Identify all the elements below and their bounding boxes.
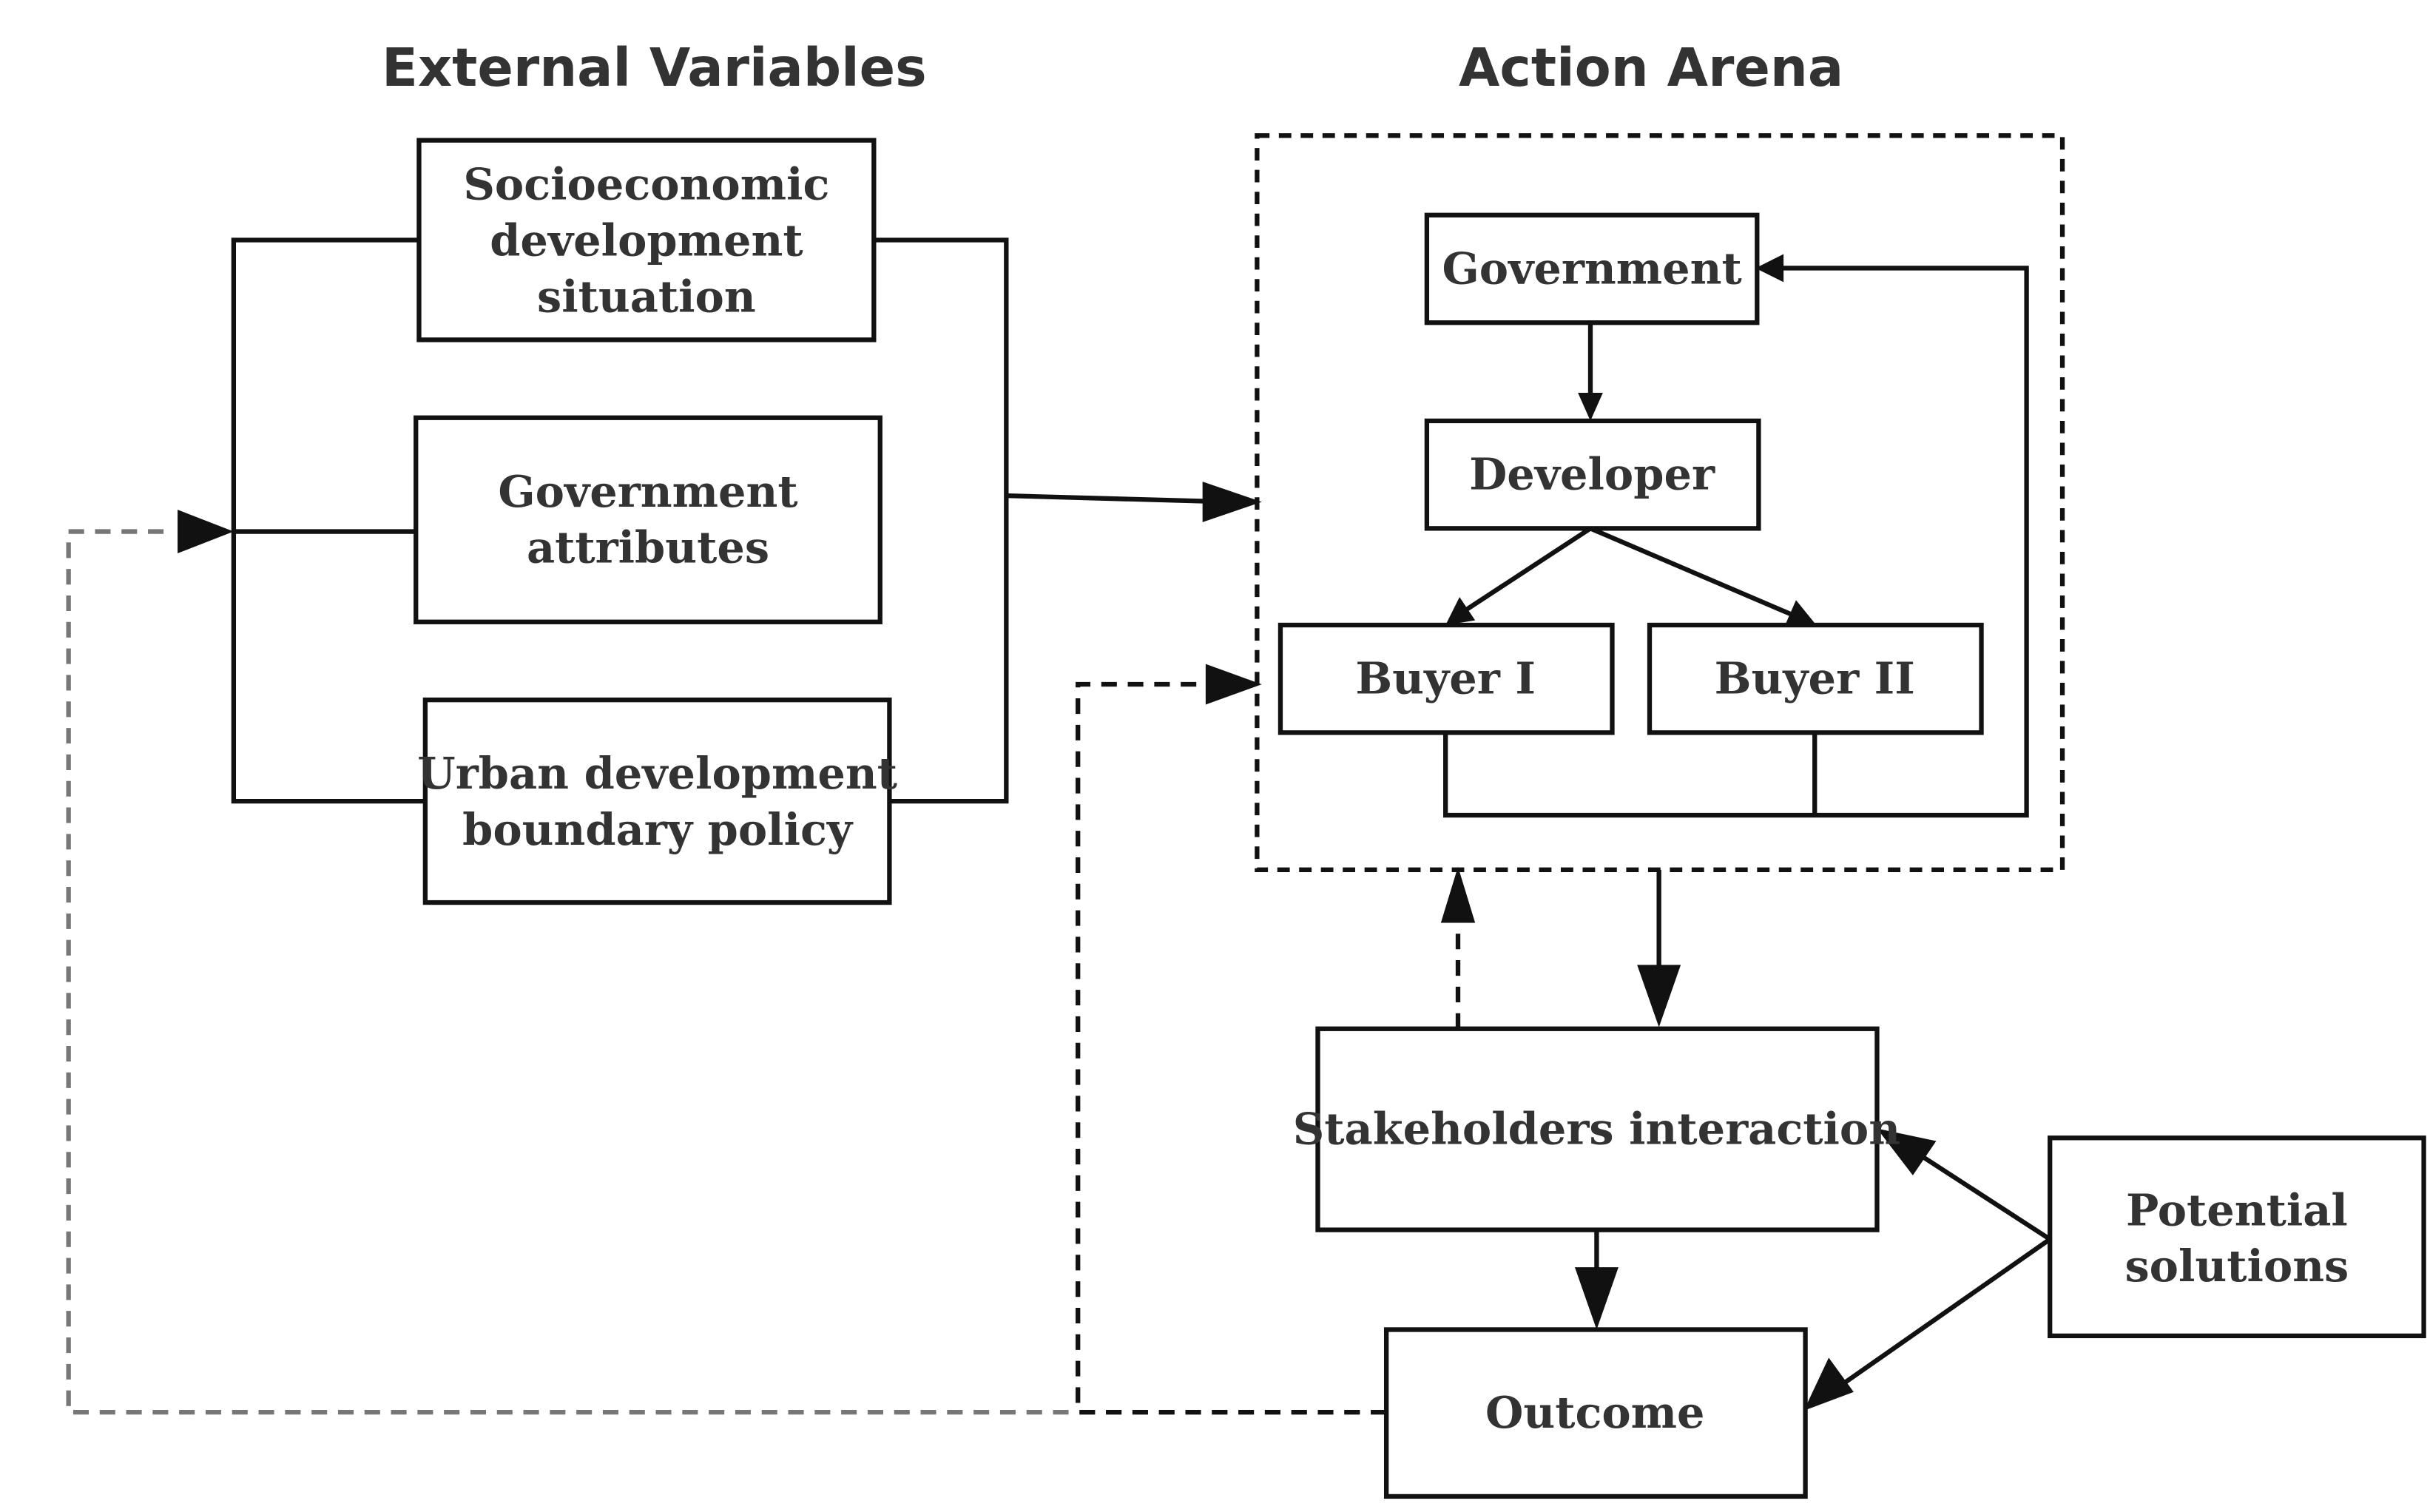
buyer-1-label: Buyer I bbox=[1355, 653, 1536, 704]
outcome-to-arena-feedback-line bbox=[1076, 681, 1387, 1415]
socioeconomic-label-line-3: situation bbox=[537, 271, 756, 322]
box-socioeconomic: Socioeconomic development situation bbox=[416, 138, 877, 342]
left-bracket-line bbox=[231, 237, 427, 804]
government-attributes-label-line-1: Government bbox=[498, 466, 797, 517]
solutions-to-interaction-line bbox=[1911, 1148, 2051, 1241]
government-to-developer-arrowhead bbox=[1578, 393, 1603, 421]
box-government: Government bbox=[1424, 212, 1760, 325]
developer-label: Developer bbox=[1469, 449, 1715, 500]
interaction-to-outcome-arrowhead bbox=[1574, 1267, 1619, 1330]
box-government-attributes: Government attributes bbox=[414, 415, 882, 624]
box-outcome: Outcome bbox=[1383, 1327, 1808, 1499]
box-urban-boundary-policy: Urban development boundary policy bbox=[417, 697, 897, 905]
interaction-to-arena-arrowhead bbox=[1440, 866, 1476, 923]
solutions-to-outcome-line bbox=[1836, 1237, 2052, 1390]
buyers-feedback-loop-line bbox=[1442, 266, 2029, 818]
developer-to-buyer1-arrowhead bbox=[1445, 597, 1476, 625]
urban-boundary-policy-label-line-2: boundary policy bbox=[462, 804, 854, 855]
feedback-to-government-arrowhead bbox=[1755, 254, 1784, 283]
developer-to-buyer2-line bbox=[1589, 526, 1796, 618]
urban-boundary-policy-label-line-1: Urban development bbox=[417, 748, 897, 799]
developer-to-buyer1-line bbox=[1462, 526, 1592, 613]
heading-external-variables: External Variables bbox=[382, 37, 927, 98]
right-bracket-line bbox=[874, 237, 1009, 804]
stakeholders-interaction-label: Stakeholders interaction bbox=[1293, 1104, 1900, 1155]
box-developer: Developer bbox=[1424, 418, 1761, 531]
solutions-to-outcome-arrowhead bbox=[1803, 1357, 1854, 1411]
outcome-to-external-feedback-line bbox=[66, 529, 1387, 1415]
developer-to-buyer2-arrowhead bbox=[1785, 600, 1817, 625]
box-potential-solutions: Potential solutions bbox=[2048, 1135, 2426, 1339]
government-attributes-label-line-2: attributes bbox=[527, 522, 769, 573]
arena-to-interaction-arrowhead bbox=[1637, 965, 1681, 1027]
outcome-to-external-arrowhead bbox=[178, 510, 234, 554]
buyer-2-label: Buyer II bbox=[1715, 653, 1915, 704]
solutions-to-interaction-arrowhead bbox=[1877, 1128, 1937, 1175]
potential-solutions-label-line-2: solutions bbox=[2125, 1241, 2349, 1292]
box-buyer-2: Buyer II bbox=[1647, 622, 1984, 735]
government-label: Government bbox=[1442, 243, 1741, 294]
outcome-to-arena-arrowhead bbox=[1205, 664, 1262, 705]
socioeconomic-label-line-2: development bbox=[490, 215, 803, 266]
external-to-arena-arrow-line bbox=[1006, 493, 1231, 504]
outcome-label: Outcome bbox=[1485, 1387, 1705, 1438]
socioeconomic-label-line-1: Socioeconomic bbox=[463, 159, 829, 210]
box-stakeholders-interaction: Stakeholders interaction bbox=[1293, 1026, 1900, 1232]
heading-action-arena: Action Arena bbox=[1459, 37, 1843, 98]
external-to-arena-arrowhead bbox=[1202, 482, 1262, 522]
potential-solutions-label-line-1: Potential bbox=[2126, 1184, 2348, 1235]
box-buyer-1: Buyer I bbox=[1278, 622, 1615, 735]
